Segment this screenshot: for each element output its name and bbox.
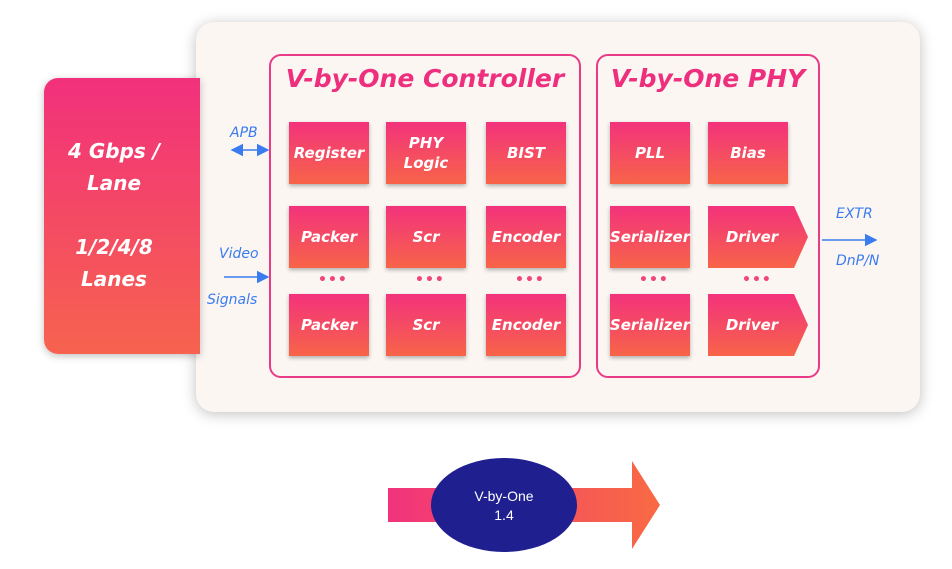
lanes-unit-text: Lanes	[81, 267, 147, 291]
driver-block-1: Driver	[708, 206, 808, 268]
ellipsis-serializer: •••	[639, 272, 669, 288]
pll-block: PLL	[610, 122, 690, 184]
encoder-block-2: Encoder	[486, 294, 566, 356]
ellipsis-driver: •••	[742, 272, 772, 288]
bias-block: Bias	[708, 122, 788, 184]
scr-block-2: Scr	[386, 294, 466, 356]
version-badge-ellipse	[431, 458, 577, 552]
ellipsis-packer: •••	[318, 272, 348, 288]
version-badge: V-by-One 1.4	[432, 487, 576, 525]
phy-group: V-by-One PHY	[596, 54, 820, 378]
ellipsis-scr: •••	[415, 272, 445, 288]
serializer-block-2: Serializer	[610, 294, 690, 356]
ellipsis-encoder: •••	[515, 272, 545, 288]
lane-spec-box: 4 Gbps / Lane 1/2/4/8 Lanes	[44, 78, 200, 354]
controller-title: V-by-One Controller	[285, 64, 565, 93]
register-block: Register	[289, 122, 369, 184]
version-badge-line1: V-by-One	[474, 488, 534, 504]
lanes-text: 1/2/4/8	[75, 235, 153, 259]
version-badge-line2: 1.4	[494, 507, 514, 523]
encoder-block-1: Encoder	[486, 206, 566, 268]
extr-label: EXTR	[836, 206, 873, 222]
rate-text: 4 Gbps /	[67, 139, 161, 163]
controller-group: V-by-One Controller	[269, 54, 581, 378]
bist-block: BIST	[486, 122, 566, 184]
packer-block-1: Packer	[289, 206, 369, 268]
video-label: Video	[219, 246, 259, 262]
rate-unit-text: Lane	[86, 171, 142, 195]
packer-block-2: Packer	[289, 294, 369, 356]
phy-title: V-by-One PHY	[610, 64, 806, 93]
serializer-block-1: Serializer	[610, 206, 690, 268]
dnp-label: DnP/N	[836, 253, 880, 269]
scr-block-1: Scr	[386, 206, 466, 268]
apb-label: APB	[230, 125, 258, 141]
driver-block-2: Driver	[708, 294, 808, 356]
signals-label: Signals	[207, 292, 258, 308]
